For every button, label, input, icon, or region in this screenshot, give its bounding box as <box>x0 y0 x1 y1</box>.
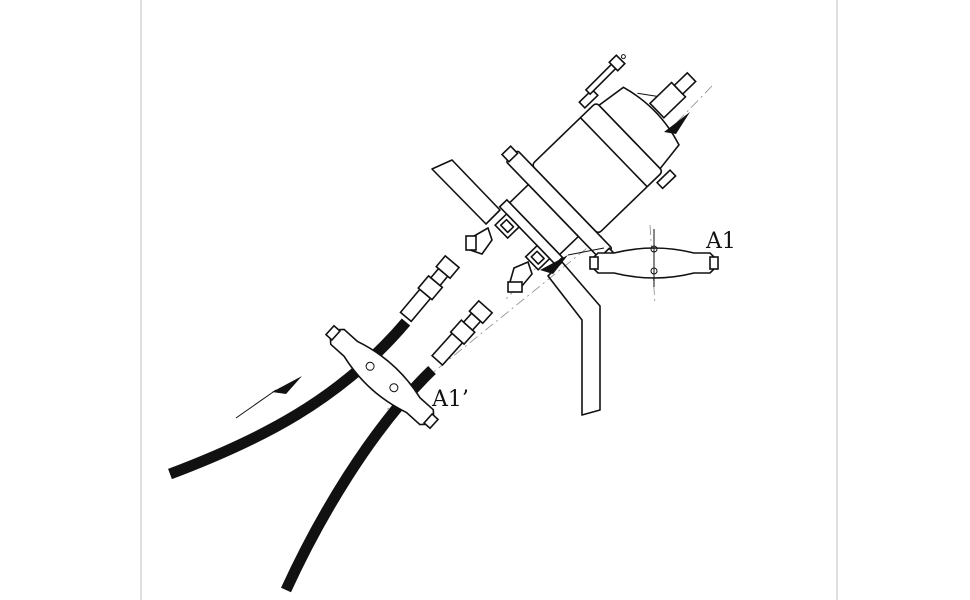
label-a1: A1 <box>705 229 736 254</box>
label-a1-prime: A1’ <box>431 387 469 412</box>
pump-assembly <box>493 71 697 271</box>
elbow-fittings <box>465 226 533 293</box>
hose-left <box>168 318 411 480</box>
flow-arrows <box>235 112 690 419</box>
arrow-hose-inlet <box>272 376 302 394</box>
flange-a1 <box>589 229 719 287</box>
arrow-top-right <box>664 112 690 134</box>
fitting-right <box>524 244 551 271</box>
flange-a1-prime <box>324 324 440 430</box>
fitting-left <box>493 212 521 240</box>
arrow-to-flange <box>540 255 568 274</box>
bolt <box>584 54 626 96</box>
hoses <box>168 254 494 593</box>
